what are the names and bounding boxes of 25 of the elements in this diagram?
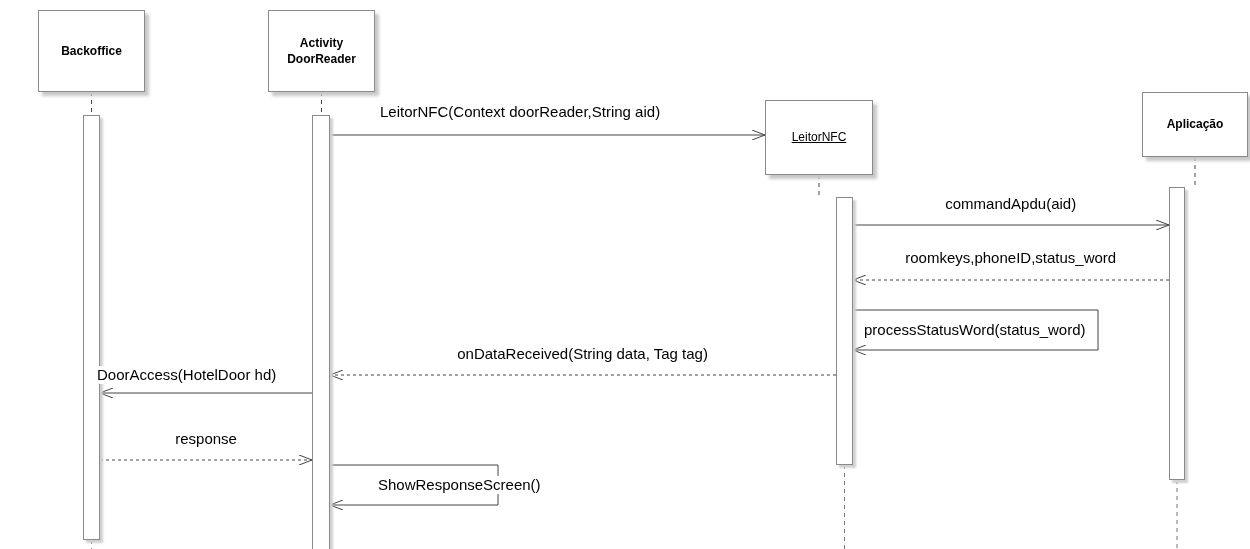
lifeline-head: Backoffice (38, 10, 145, 92)
message-label: commandApdu(aid) (943, 195, 1079, 213)
message-arrow (99, 387, 313, 399)
message-label: roomkeys,phoneID,status_word (903, 249, 1119, 267)
message-label: processStatusWord(status_word) (862, 321, 1088, 339)
activation-bar (836, 197, 853, 465)
lifeline-head: Aplicação (1142, 92, 1248, 157)
message-label: DoorAccess(HotelDoor hd) (95, 366, 279, 384)
message-label: ShowResponseScreen() (376, 476, 543, 494)
object-box: LeitorNFC (765, 100, 873, 175)
lifeline (1194, 156, 1196, 188)
return-message-arrow (329, 369, 837, 381)
lifeline-head: Activity DoorReader (268, 10, 375, 92)
message-arrow (329, 464, 499, 511)
message-arrow (852, 309, 1099, 356)
message-arrow (852, 219, 1170, 231)
activation-bar (1169, 187, 1185, 480)
return-message-arrow (99, 454, 313, 466)
return-message-arrow (852, 274, 1170, 286)
activation-bar (312, 115, 330, 549)
message-label: onDataReceived(String data, Tag tag) (455, 345, 710, 363)
activation-bar (83, 115, 100, 540)
message-arrow (329, 129, 766, 141)
message-label: LeitorNFC(Context doorReader,String aid) (378, 103, 663, 121)
lifeline (818, 174, 820, 198)
